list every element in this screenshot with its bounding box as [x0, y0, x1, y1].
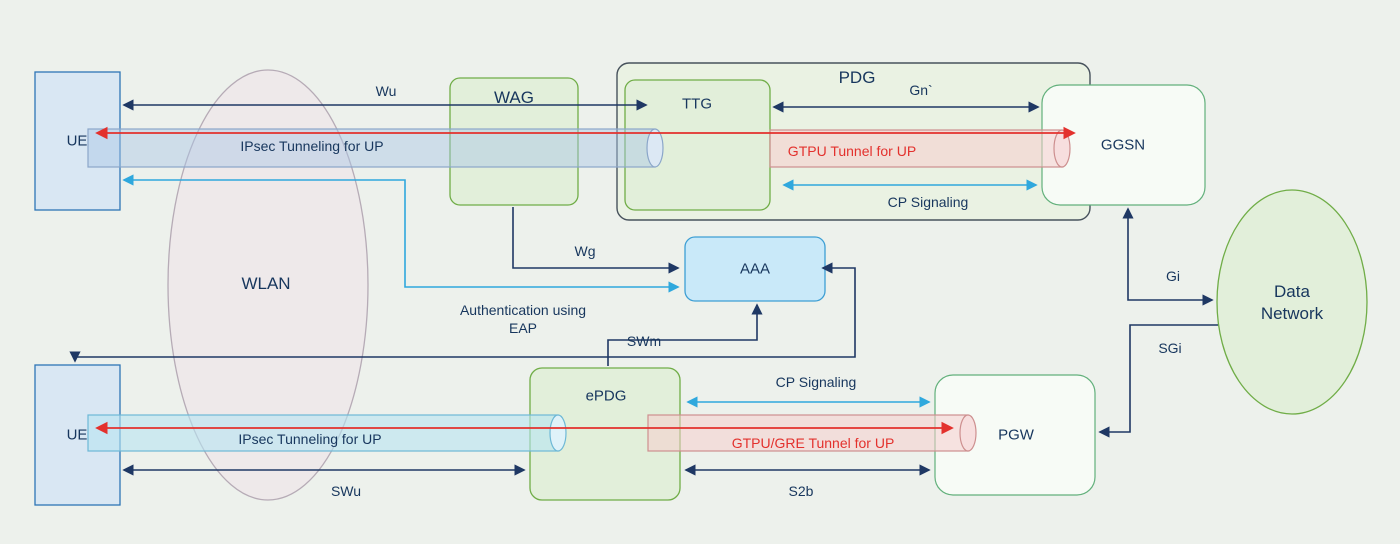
gi-link-arrow: [1122, 207, 1214, 306]
ue-aaa-link-arrow: [69, 262, 856, 363]
aaa-box: [684, 236, 826, 302]
ipsec-tunnel-top-tube: [87, 128, 664, 168]
sgi-link-arrow: [1098, 324, 1218, 438]
data-network-cloud: [1216, 189, 1368, 415]
auth-eap-link-arrow: [122, 174, 680, 293]
gtpu-tunnel-top-tube: [769, 129, 1071, 168]
ue-top-box: [34, 71, 121, 211]
gtpu-tunnel-bottom-tube: [647, 414, 977, 452]
ipsec-tunnel-bottom-tube: [87, 414, 567, 452]
